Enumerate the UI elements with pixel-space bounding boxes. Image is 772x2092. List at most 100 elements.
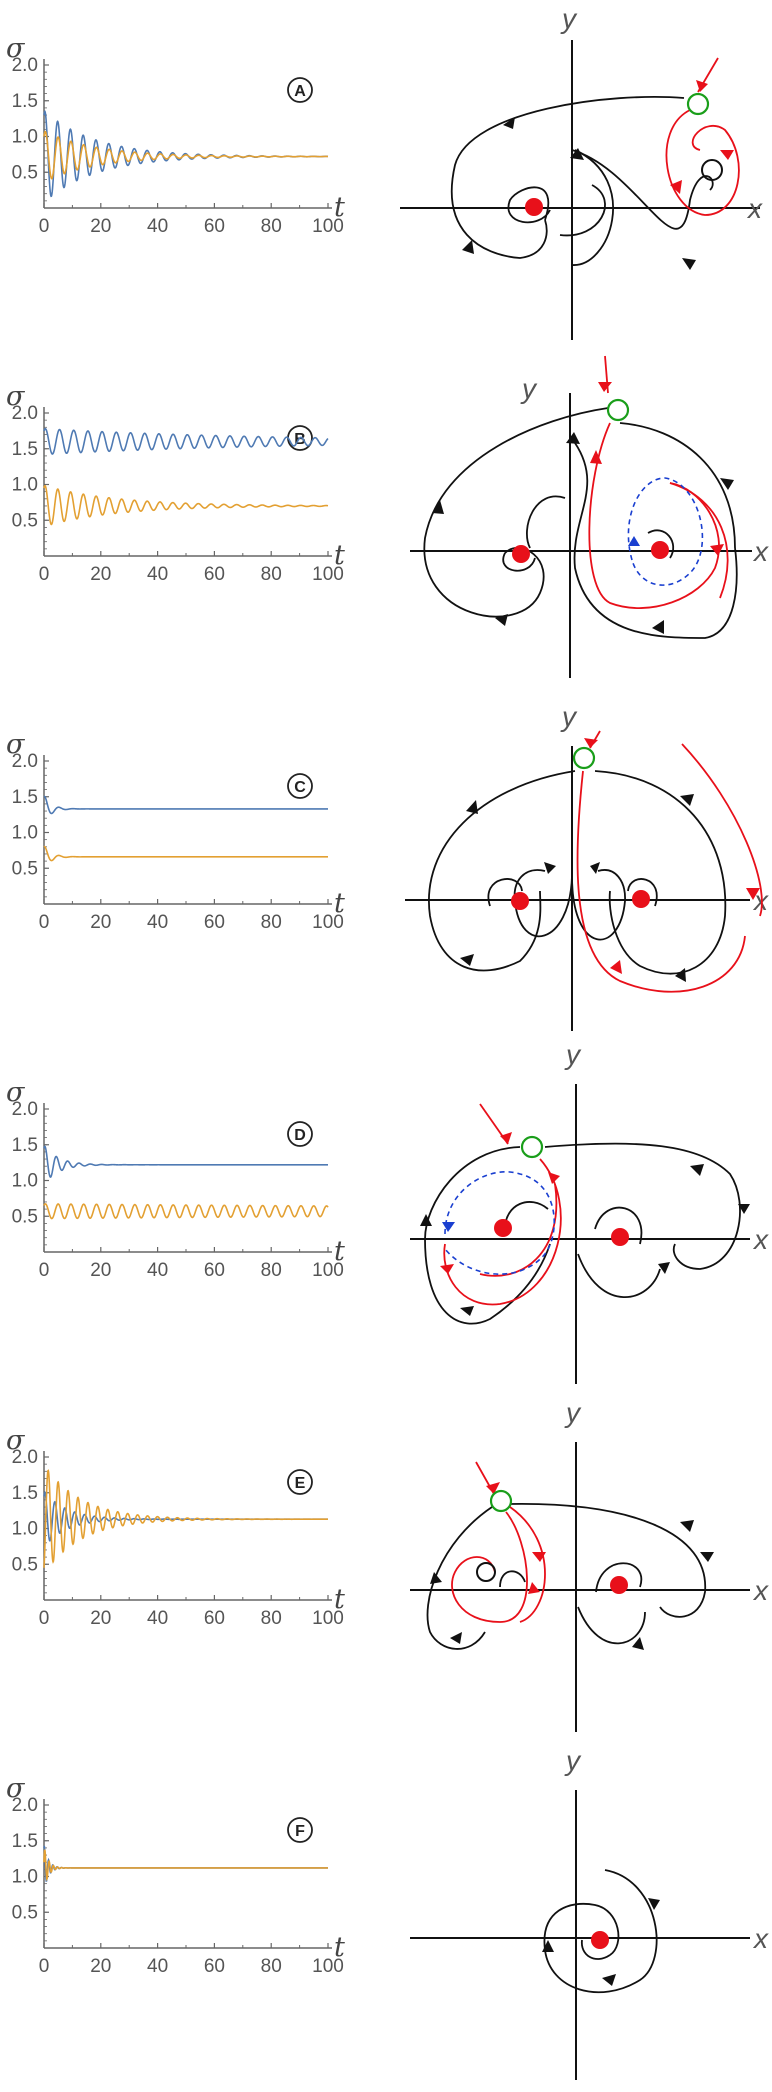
y-tick-label: 2.0 bbox=[12, 1099, 38, 1120]
series-line-1 bbox=[43, 1145, 328, 1178]
arrowhead bbox=[710, 544, 724, 556]
spiral-trajectory bbox=[487, 878, 523, 907]
stable-focus bbox=[511, 892, 529, 910]
series-line-2 bbox=[43, 845, 328, 862]
separatrix-inner bbox=[509, 1506, 546, 1623]
phase-portrait-svg-b: x y bbox=[410, 355, 769, 678]
arrowheads bbox=[460, 794, 694, 982]
y-tick-label: 0.5 bbox=[12, 162, 38, 183]
x-tick-label: 40 bbox=[147, 1608, 168, 1629]
y-axis-label: y bbox=[564, 1039, 582, 1070]
x-tick-label: 100 bbox=[312, 564, 344, 585]
arrowhead bbox=[440, 1264, 454, 1274]
trajectory bbox=[544, 1142, 741, 1270]
y-axis-label: y bbox=[560, 701, 578, 732]
arrowhead bbox=[720, 478, 734, 490]
separatrices bbox=[576, 730, 763, 993]
unstable-focus bbox=[476, 1562, 496, 1582]
blue-arrowhead bbox=[628, 536, 640, 546]
trajectory bbox=[526, 495, 566, 549]
x-axis-label: x bbox=[752, 1224, 769, 1255]
arrowhead bbox=[675, 968, 686, 982]
y-axis-label: y bbox=[564, 1745, 582, 1776]
separatrix-loop bbox=[665, 109, 740, 216]
unstable-focus bbox=[701, 159, 723, 181]
stable-focus bbox=[632, 890, 650, 908]
y-tick-label: 0.5 bbox=[12, 858, 38, 879]
x-axis-label: t bbox=[334, 1236, 345, 1267]
x-tick-label: 60 bbox=[204, 1608, 225, 1629]
red-arrowheads bbox=[584, 738, 760, 974]
arrowhead bbox=[602, 1974, 616, 1986]
y-tick-label: 0.5 bbox=[12, 1902, 38, 1923]
panel-label: D bbox=[287, 1121, 313, 1147]
arrowhead bbox=[532, 1552, 546, 1562]
arrowheads bbox=[542, 1898, 660, 1986]
trajectory bbox=[573, 442, 738, 639]
saddle-point bbox=[520, 1135, 544, 1159]
arrowhead bbox=[720, 150, 734, 160]
y-tick-label: 0.5 bbox=[12, 510, 38, 531]
panel-label-text: D bbox=[294, 1127, 306, 1144]
arrowhead bbox=[450, 1632, 462, 1644]
red-arrowheads bbox=[486, 1482, 546, 1594]
y-axis-label: σ bbox=[6, 33, 26, 64]
x-tick-label: 60 bbox=[204, 1956, 225, 1977]
panel-label: E bbox=[287, 1469, 313, 1495]
arrowhead bbox=[570, 148, 584, 160]
arrowhead bbox=[696, 80, 708, 92]
x-tick-label: 40 bbox=[147, 912, 168, 933]
series-line-1 bbox=[43, 427, 329, 455]
arrowhead bbox=[544, 862, 556, 874]
y-tick-label: 2.0 bbox=[12, 55, 38, 76]
separatrix-inner bbox=[479, 1183, 558, 1277]
panel-label-text: F bbox=[295, 1823, 305, 1840]
arrowhead bbox=[542, 1940, 554, 1952]
y-axis-label: σ bbox=[6, 381, 26, 412]
series-line-2 bbox=[43, 1469, 328, 1568]
blue-arrowhead bbox=[442, 1222, 455, 1232]
x-axis-label: t bbox=[334, 540, 345, 571]
arrowheads bbox=[432, 432, 734, 634]
arrowhead bbox=[680, 794, 694, 806]
panel-label: F bbox=[287, 1817, 313, 1843]
y-tick-label: 1.0 bbox=[12, 1171, 38, 1192]
arrowhead bbox=[738, 1204, 750, 1214]
stable-focus bbox=[610, 1576, 628, 1594]
arrowhead bbox=[584, 738, 598, 748]
x-tick-label: 80 bbox=[261, 564, 282, 585]
red-arrowheads bbox=[590, 382, 724, 556]
x-tick-label: 100 bbox=[312, 1260, 344, 1281]
trajectory bbox=[424, 1146, 551, 1325]
trajectory bbox=[423, 407, 609, 618]
x-axis-label: x bbox=[752, 1923, 769, 1954]
saddle-point bbox=[606, 398, 630, 422]
trajectory bbox=[509, 1503, 706, 1618]
panel-label-circle bbox=[287, 1817, 313, 1843]
arrowhead bbox=[460, 1306, 474, 1316]
phase-portrait-svg-f: x y bbox=[410, 1745, 769, 2080]
arrowhead bbox=[610, 960, 622, 974]
trajectory bbox=[559, 184, 606, 237]
spiral-trajectory bbox=[499, 1570, 526, 1588]
x-tick-label: 20 bbox=[90, 564, 111, 585]
x-tick-label: 60 bbox=[204, 912, 225, 933]
x-tick-label: 60 bbox=[204, 1260, 225, 1281]
phase-portrait-c: x y bbox=[400, 696, 772, 1036]
phase-portrait-d: x y bbox=[400, 1039, 772, 1384]
y-tick-label: 2.0 bbox=[12, 1795, 38, 1816]
series-line-1 bbox=[43, 795, 328, 815]
spiral-trajectory bbox=[502, 552, 536, 572]
